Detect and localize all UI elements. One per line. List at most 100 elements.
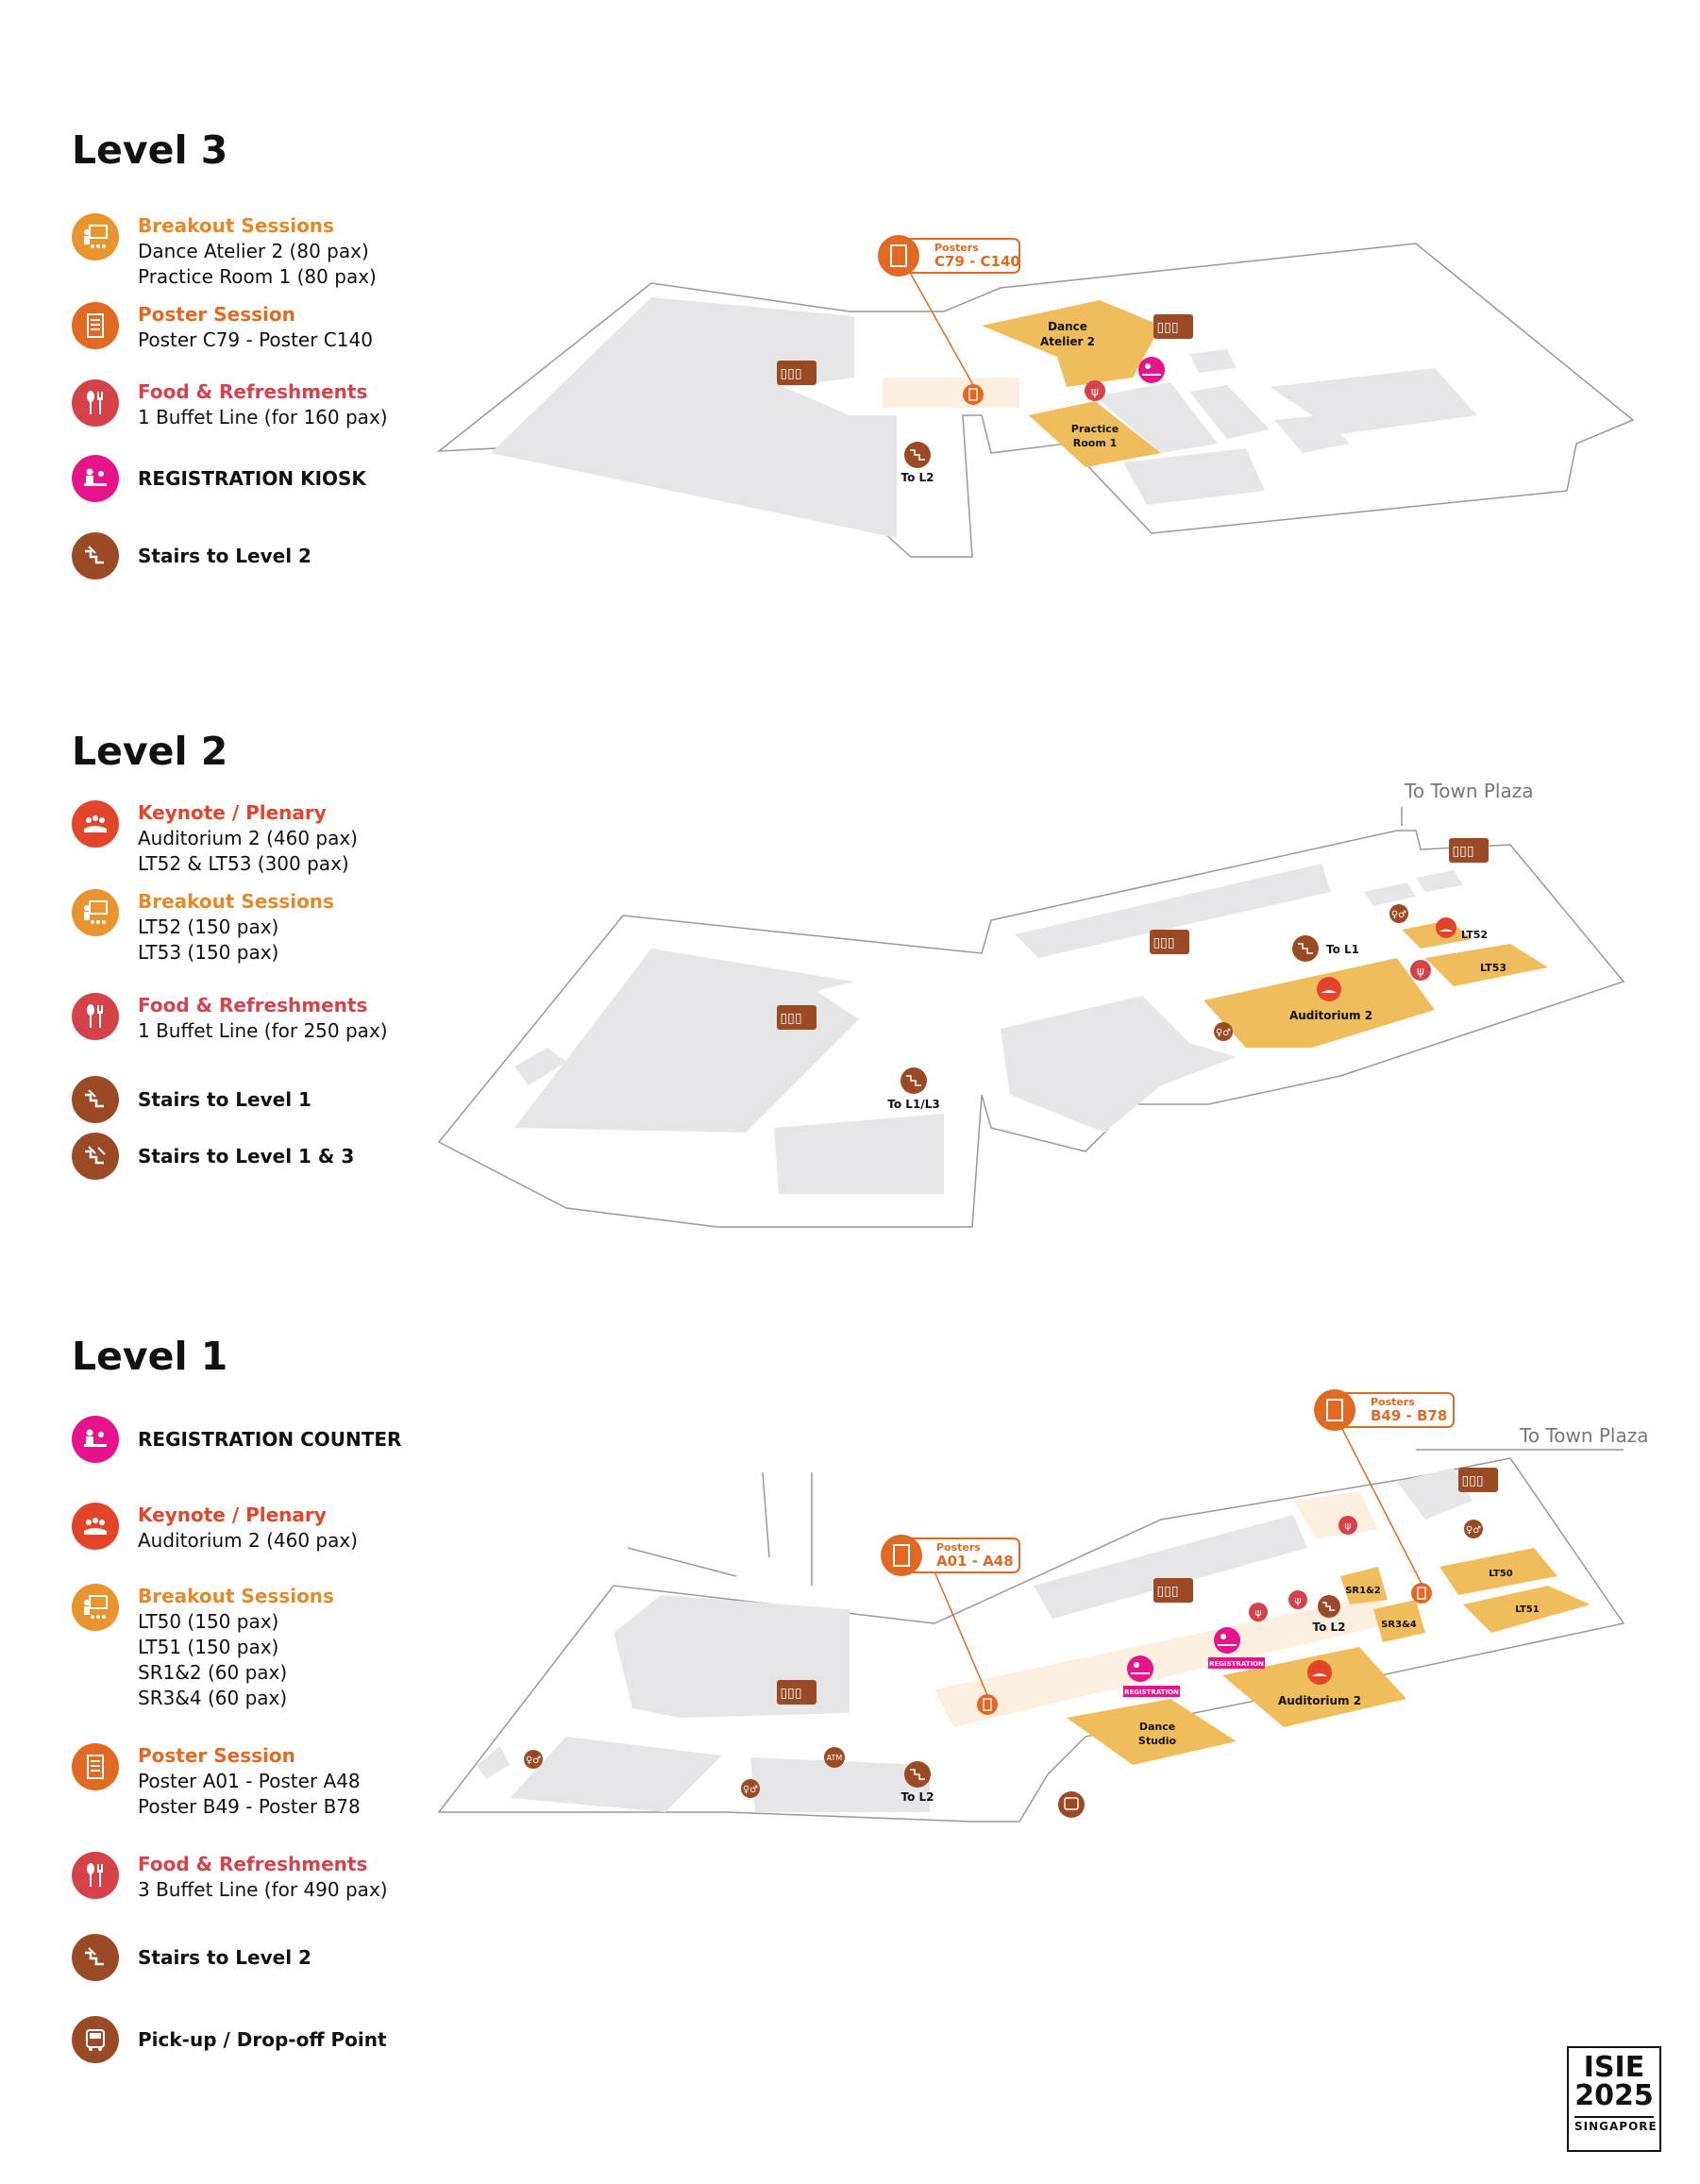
room-lt51 bbox=[1463, 1586, 1591, 1633]
stairs-icon bbox=[904, 1761, 931, 1788]
legend-breakout-sessions: Breakout Sessions LT52 (150 pax) LT53 (1… bbox=[72, 889, 334, 966]
svg-text:▯▯▯: ▯▯▯ bbox=[1461, 1473, 1483, 1488]
legend-label: Stairs to Level 2 bbox=[138, 1946, 311, 1969]
registration-banner: REGISTRATION bbox=[1208, 1657, 1265, 1669]
building-block bbox=[1274, 415, 1350, 453]
svg-text:▯▯▯: ▯▯▯ bbox=[780, 1011, 801, 1026]
building-block bbox=[1034, 1515, 1307, 1619]
legend-line: SR3&4 (60 pax) bbox=[138, 1687, 288, 1709]
isie-2025-logo: ISIE 2025 SINGAPORE bbox=[1567, 2046, 1661, 2152]
registration-tag: REGISTRATION bbox=[1124, 1688, 1179, 1696]
fork-spoon-icon: ψ bbox=[1338, 1516, 1357, 1535]
legend-line: LT51 (150 pax) bbox=[138, 1636, 279, 1658]
logo-line: SINGAPORE bbox=[1574, 2116, 1657, 2133]
building-block bbox=[1397, 1468, 1473, 1520]
toilet-icon: ♀♂ bbox=[1214, 1022, 1233, 1041]
legend-keynote-plenary: Keynote / Plenary Auditorium 2 (460 pax)… bbox=[72, 800, 358, 877]
to-town-plaza-label: To Town Plaza bbox=[1404, 780, 1533, 802]
stairs-icon bbox=[1318, 1595, 1340, 1618]
building-block bbox=[491, 297, 897, 538]
corridor bbox=[883, 378, 1019, 408]
fork-spoon-icon bbox=[72, 379, 119, 427]
callout-big: C79 - C140 bbox=[934, 253, 1020, 270]
room-label: Practice bbox=[1071, 423, 1119, 435]
callout-big: B49 - B78 bbox=[1371, 1407, 1447, 1424]
toilet-icon: ♀♂ bbox=[1389, 904, 1408, 923]
lift-icon: ▯▯▯ bbox=[1458, 1468, 1498, 1492]
building-block bbox=[514, 949, 859, 1133]
legend-heading: Food & Refreshments bbox=[138, 380, 368, 403]
legend-line: LT50 (150 pax) bbox=[138, 1610, 279, 1633]
room-auditorium-2 bbox=[1203, 958, 1435, 1048]
stairs-icon bbox=[1292, 935, 1319, 962]
legend-label: Stairs to Level 1 bbox=[138, 1088, 311, 1111]
legend-line: LT53 (150 pax) bbox=[138, 941, 279, 964]
presenter-icon bbox=[72, 1584, 119, 1631]
level-1-title: Level 1 bbox=[72, 1334, 228, 1379]
registration-banner: REGISTRATION bbox=[1123, 1686, 1180, 1697]
legend-food-refreshments: Food & Refreshments 3 Buffet Line (for 4… bbox=[72, 1852, 388, 1903]
fork-spoon-icon bbox=[72, 1852, 119, 1899]
stairs-icon bbox=[72, 532, 119, 580]
legend-heading: Poster Session bbox=[138, 303, 295, 326]
legend-poster-session: Poster Session Poster A01 - Poster A48 P… bbox=[72, 1743, 361, 1820]
svg-text:ψ: ψ bbox=[1091, 385, 1099, 398]
legend-heading: Keynote / Plenary bbox=[138, 1504, 327, 1526]
stairs-label: To L2 bbox=[900, 471, 934, 484]
legend-line: Poster C79 - Poster C140 bbox=[138, 328, 373, 351]
legend-heading: Breakout Sessions bbox=[138, 890, 334, 913]
legend-line: LT52 & LT53 (300 pax) bbox=[138, 852, 349, 875]
lift-icon: ▯▯▯ bbox=[1449, 838, 1489, 863]
presenter-icon bbox=[72, 889, 119, 936]
room-label: Studio bbox=[1138, 1735, 1177, 1747]
legend-heading: Food & Refreshments bbox=[138, 994, 368, 1016]
legend-keynote-plenary: Keynote / Plenary Auditorium 2 (460 pax) bbox=[72, 1503, 358, 1554]
room-label: SR1&2 bbox=[1345, 1586, 1381, 1596]
level-3-title: Level 3 bbox=[72, 127, 228, 173]
legend-food-refreshments: Food & Refreshments 1 Buffet Line (for 1… bbox=[72, 379, 388, 430]
legend-stairs-two-way: Stairs to Level 1 & 3 bbox=[72, 1133, 354, 1180]
stairs-icon bbox=[900, 1067, 927, 1094]
building-block bbox=[1095, 382, 1218, 453]
room-lt50 bbox=[1439, 1548, 1557, 1595]
legend-pickup-dropoff: Pick-up / Drop-off Point bbox=[72, 2016, 387, 2063]
room-label: LT51 bbox=[1515, 1604, 1539, 1615]
audience-icon bbox=[72, 1503, 119, 1550]
registration-tag: REGISTRATION bbox=[1209, 1660, 1264, 1668]
legend-stairs: Stairs to Level 1 bbox=[72, 1076, 311, 1123]
building-block bbox=[1364, 882, 1416, 906]
toilet-icon: ♀♂ bbox=[524, 1750, 543, 1769]
room-label: Dance bbox=[1139, 1721, 1175, 1733]
poster-board-icon bbox=[72, 1743, 119, 1790]
atm-label: ATM bbox=[827, 1754, 843, 1762]
legend-label: Stairs to Level 2 bbox=[138, 545, 311, 567]
poster-callout: Posters C79 - C140 bbox=[878, 235, 1020, 277]
callout-leader bbox=[907, 268, 974, 386]
room-practice-room-1 bbox=[1029, 401, 1161, 467]
legend-line: LT52 (150 pax) bbox=[138, 916, 279, 938]
fork-spoon-icon: ψ bbox=[1410, 960, 1431, 981]
registration-icon bbox=[1138, 357, 1165, 383]
bus-icon bbox=[72, 2016, 119, 2063]
callout-leader bbox=[934, 1571, 988, 1696]
logo-line: 2025 bbox=[1574, 2079, 1654, 2112]
registration-icon bbox=[1214, 1627, 1240, 1654]
legend-heading: Breakout Sessions bbox=[138, 214, 334, 237]
logo-line: ISIE bbox=[1583, 2051, 1645, 2084]
legend-heading: Poster Session bbox=[138, 1744, 295, 1767]
building-block bbox=[1123, 448, 1265, 505]
legend-label: Pick-up / Drop-off Point bbox=[138, 2028, 387, 2051]
building-block bbox=[510, 1737, 722, 1812]
legend-line: SR1&2 (60 pax) bbox=[138, 1661, 288, 1684]
legend-label: REGISTRATION COUNTER bbox=[138, 1428, 402, 1451]
svg-text:ψ: ψ bbox=[1344, 1520, 1351, 1532]
svg-text:♀♂: ♀♂ bbox=[526, 1756, 541, 1766]
room-dance-studio bbox=[1067, 1699, 1237, 1765]
svg-text:♀♂: ♀♂ bbox=[1466, 1525, 1481, 1536]
callout-small: Posters bbox=[1371, 1396, 1415, 1408]
svg-text:▯▯▯: ▯▯▯ bbox=[780, 1686, 801, 1701]
registration-icon bbox=[72, 1416, 119, 1463]
building-block bbox=[1189, 385, 1270, 439]
room-label: SR3&4 bbox=[1381, 1620, 1417, 1630]
legend-registration-kiosk: REGISTRATION KIOSK bbox=[72, 455, 366, 502]
